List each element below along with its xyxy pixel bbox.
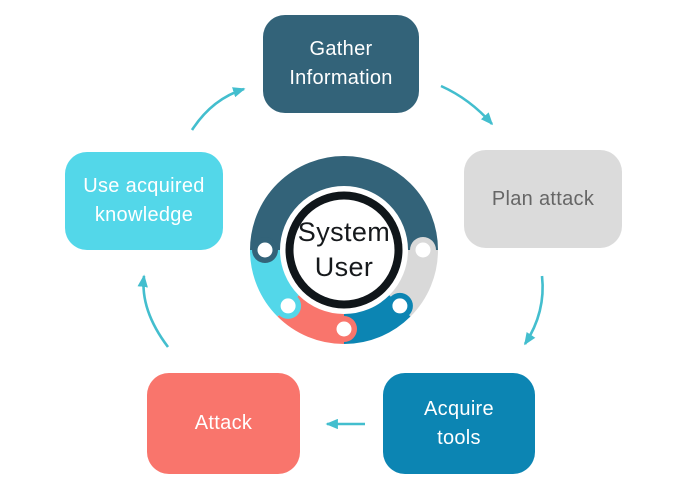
ring-dot-icon <box>415 242 431 258</box>
ring-dot-icon <box>336 321 352 337</box>
node-attack: Attack <box>147 373 300 474</box>
flow-arrows <box>137 84 544 430</box>
arrow-plan-to-acquire-icon <box>523 275 544 346</box>
arrow-attack-to-use-icon <box>137 274 170 348</box>
center-label: System User <box>297 216 391 282</box>
node-plan-attack: Plan attack <box>464 150 622 248</box>
ring-dot-icon <box>257 242 273 258</box>
arrow-gather-to-plan-icon <box>440 84 494 126</box>
cycle-ring <box>249 156 439 345</box>
node-gather-information: Gather Information <box>263 15 419 113</box>
arrow-use-to-gather-icon <box>190 87 246 131</box>
node-use-acquired-knowledge: Use acquired knowledge <box>65 152 223 250</box>
center-circle <box>293 199 395 301</box>
ring-segment-teal <box>250 156 438 251</box>
ring-dot-icon <box>280 298 296 314</box>
node-acquire-tools: Acquire tools <box>383 373 535 474</box>
ring-dot-icon <box>392 298 408 314</box>
